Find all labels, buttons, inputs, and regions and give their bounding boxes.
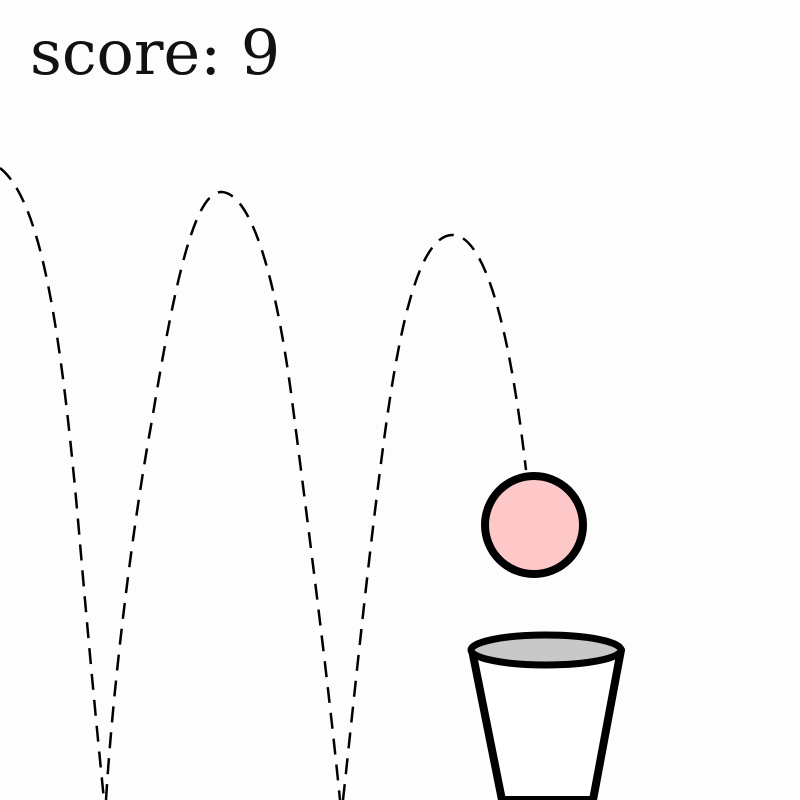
dashed-trajectory bbox=[0, 167, 528, 800]
score-display: score: 9 bbox=[30, 22, 280, 84]
ball[interactable] bbox=[481, 472, 587, 578]
score-label: score: bbox=[30, 16, 241, 89]
cup-body bbox=[468, 646, 625, 800]
score-value: 9 bbox=[240, 16, 281, 89]
cup-rim bbox=[467, 631, 625, 669]
